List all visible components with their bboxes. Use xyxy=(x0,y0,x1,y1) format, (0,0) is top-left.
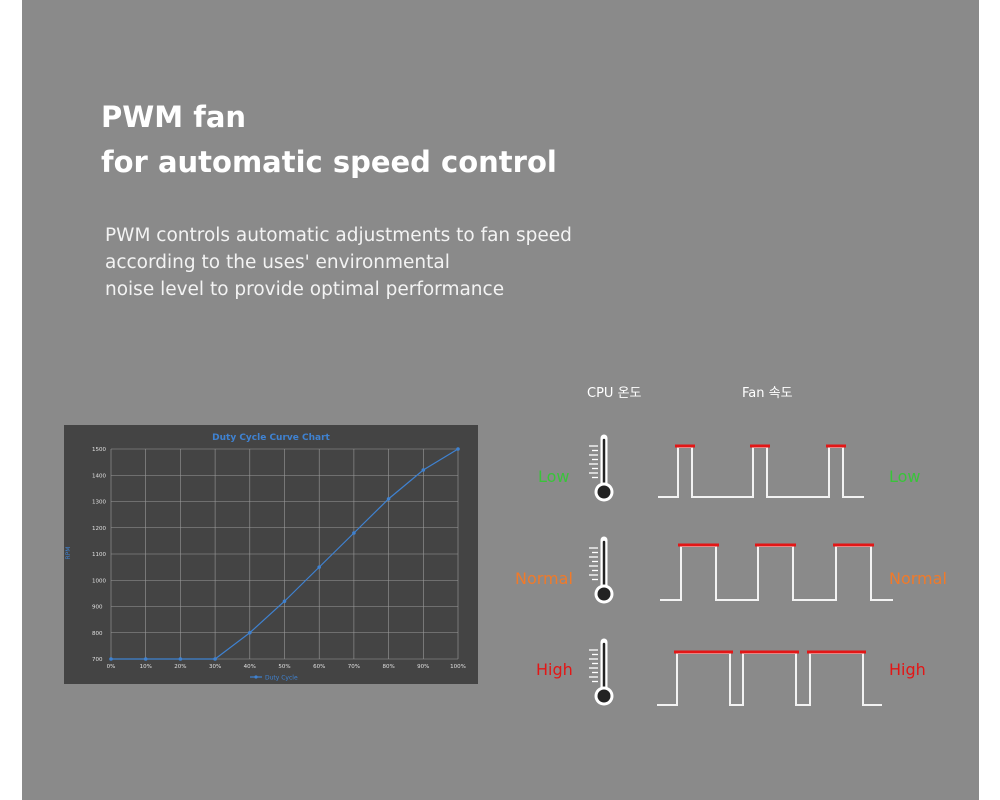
y-tick-label: 1400 xyxy=(92,473,106,479)
data-point xyxy=(178,657,183,661)
y-tick-label: 1100 xyxy=(92,552,106,558)
pwm-waveform-low xyxy=(658,444,864,498)
data-point xyxy=(456,447,460,451)
x-tick-label: 20% xyxy=(174,664,186,670)
pwm-waveform-normal xyxy=(660,543,893,601)
level-label-high-right: High xyxy=(889,660,926,679)
x-tick-label: 60% xyxy=(313,664,325,670)
data-point xyxy=(421,468,426,472)
chart-legend: Duty Cycle xyxy=(250,675,298,682)
level-label-low-right: Low xyxy=(889,467,921,486)
level-label-normal-left: Normal xyxy=(515,569,573,588)
legend-label: Duty Cycle xyxy=(265,675,298,682)
x-tick-label: 100% xyxy=(450,664,466,670)
data-point xyxy=(317,565,321,569)
chart-title: Duty Cycle Curve Chart xyxy=(212,433,330,443)
data-point xyxy=(386,497,391,501)
x-tick-label: 10% xyxy=(140,664,152,670)
heading-line-2: for automatic speed control xyxy=(101,145,557,179)
data-point xyxy=(143,657,148,661)
thermometer-icon xyxy=(589,434,614,502)
description-line-3: noise level to provide optimal performan… xyxy=(105,279,505,300)
x-tick-label: 80% xyxy=(382,664,394,670)
fan-speed-header: Fan 속도 xyxy=(742,386,793,401)
y-axis-label: RPM xyxy=(65,547,72,560)
x-tick-label: 70% xyxy=(348,664,360,670)
heading-line-1: PWM fan xyxy=(101,100,247,134)
x-tick-label: 50% xyxy=(278,664,290,670)
level-label-normal-right: Normal xyxy=(889,569,947,588)
y-tick-label: 800 xyxy=(92,631,103,637)
data-point xyxy=(282,599,287,604)
thermometer-icon xyxy=(589,638,614,706)
x-tick-label: 90% xyxy=(417,664,429,670)
x-tick-label: 40% xyxy=(244,664,256,670)
data-point xyxy=(248,630,252,635)
description-line-1: PWM controls automatic adjustments to fa… xyxy=(105,225,572,246)
y-tick-label: 700 xyxy=(92,657,103,663)
duty-cycle-chart: Duty Cycle Curve Chart RPM 700 800 900 1000… xyxy=(64,425,478,684)
level-label-high-left: High xyxy=(536,660,573,679)
description-line-2: according to the uses' environmental xyxy=(105,252,450,273)
y-tick-label: 1500 xyxy=(92,447,106,453)
data-point xyxy=(109,657,113,661)
data-point xyxy=(352,531,356,535)
x-tick-label: 0% xyxy=(107,664,116,670)
y-tick-label: 1200 xyxy=(92,526,106,532)
level-label-low-left: Low xyxy=(538,467,570,486)
pwm-waveform-high xyxy=(657,650,882,706)
y-tick-label: 1000 xyxy=(92,578,106,584)
cpu-temperature-header: CPU 온도 xyxy=(587,386,642,401)
x-tick-label: 30% xyxy=(209,664,221,670)
data-point xyxy=(213,657,217,661)
chart-background xyxy=(64,425,478,684)
y-tick-label: 900 xyxy=(92,605,103,611)
legend-marker xyxy=(254,675,258,679)
thermometer-icon xyxy=(589,536,614,604)
y-tick-label: 1300 xyxy=(92,500,106,506)
